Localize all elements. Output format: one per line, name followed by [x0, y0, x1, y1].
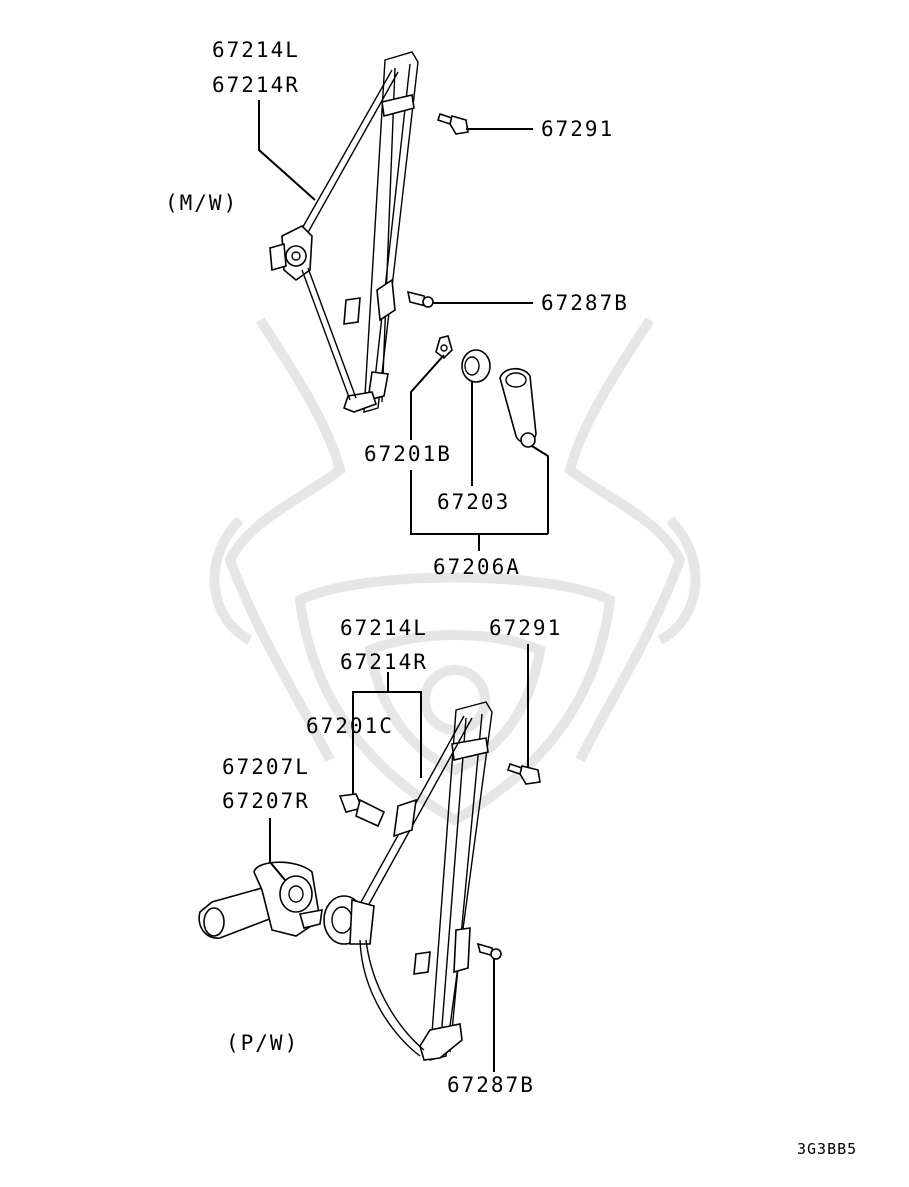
top-screw-label: 67287B: [541, 291, 629, 315]
power-window-regulator: [323, 701, 493, 1061]
top-regulator-left-label: 67214L: [212, 38, 300, 62]
escutcheon-label: 67203: [437, 490, 511, 514]
window-motor-icon: [198, 861, 323, 939]
top-regulator-right-label: 67214R: [212, 73, 300, 97]
bottom-bolt-icon: [506, 762, 541, 785]
top-bolt-icon: [436, 112, 469, 135]
power-window-label: (P/W): [226, 1031, 300, 1055]
power-clip-label: 67201C: [306, 714, 394, 738]
bottom-bolt-label: 67291: [489, 616, 563, 640]
handle-set-label: 67206A: [433, 555, 521, 579]
bottom-regulator-left-label: 67214L: [340, 616, 428, 640]
motor-left-label: 67207L: [222, 755, 310, 779]
top-bolt-label: 67291: [541, 117, 615, 141]
bottom-screw-icon: [476, 942, 502, 960]
manual-window-regulator: [269, 51, 419, 413]
top-leader-lines: [258, 100, 549, 551]
bottom-regulator-right-label: 67214R: [340, 650, 428, 674]
diagram-code: 3G3BB5: [797, 1140, 858, 1158]
window-handle-icon: [499, 367, 537, 448]
manual-window-label: (M/W): [165, 191, 239, 215]
escutcheon-part-icon: [461, 349, 491, 383]
power-clip-icon: [338, 793, 386, 828]
bottom-screw-label: 67287B: [447, 1073, 535, 1097]
top-screw-icon: [406, 290, 434, 308]
clip-part-icon: [435, 335, 453, 360]
clip-label: 67201B: [364, 442, 452, 466]
bottom-leader-lines: [269, 644, 529, 1072]
motor-right-label: 67207R: [222, 789, 310, 813]
